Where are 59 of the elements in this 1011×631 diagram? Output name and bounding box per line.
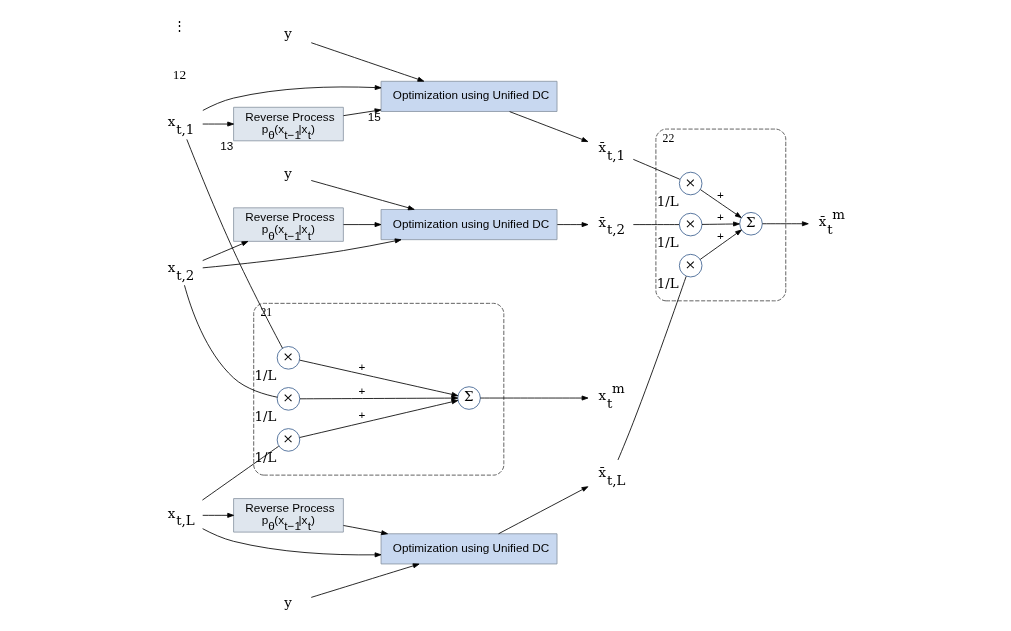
connector [202, 445, 280, 501]
arrow [202, 85, 382, 111]
node-label: 1/L [656, 275, 679, 291]
arrow [479, 395, 589, 401]
arrow [498, 486, 589, 535]
node-label: 13 [220, 139, 234, 153]
edge-label: + [717, 228, 724, 242]
node-label: 1/L [254, 367, 277, 383]
edge-label: + [358, 383, 366, 397]
edge-label: + [717, 187, 724, 201]
arrow [202, 121, 234, 127]
arrow [310, 42, 425, 82]
node-circle: Σ [739, 212, 763, 236]
node-box: Optimization using Unified DC [380, 533, 558, 565]
arrow [701, 221, 740, 227]
label: ⋮ [173, 18, 187, 34]
node-label: 1/L [254, 408, 277, 424]
node-circle: × [276, 387, 301, 411]
connector [186, 138, 283, 349]
arrow [202, 512, 234, 518]
edge-label: + [358, 360, 366, 374]
connector [184, 284, 278, 398]
node-text: y [284, 595, 292, 611]
arrow [343, 222, 382, 228]
node-label: 1/L [656, 193, 679, 209]
arrow [202, 241, 249, 261]
arrow [202, 238, 402, 269]
node-label: 1/L [254, 449, 277, 465]
arrow [556, 222, 589, 228]
arrow [700, 189, 742, 218]
node-text: y [284, 165, 292, 181]
node-circle: Σ [457, 386, 481, 410]
arrow [202, 528, 382, 558]
node-label: 15 [367, 109, 381, 123]
arrow [299, 395, 459, 401]
node-box: Optimization using Unified DC [380, 80, 558, 112]
arrow [310, 180, 415, 211]
arrow [762, 221, 809, 227]
label: 12 [172, 66, 187, 82]
node-label: 1/L [656, 234, 679, 250]
arrow [310, 563, 420, 598]
node-box: Optimization using Unified DC [380, 209, 558, 241]
connector [632, 158, 681, 180]
connector [632, 224, 680, 225]
node-circle: × [678, 171, 703, 196]
arrow [343, 525, 388, 536]
arrow [509, 111, 589, 142]
arrow [299, 399, 459, 438]
node-text: y [284, 26, 292, 42]
node-circle: × [678, 253, 703, 278]
connector [617, 275, 687, 461]
edge-label: + [358, 408, 366, 422]
node-circle: × [678, 212, 703, 237]
arrow [299, 359, 459, 397]
node-circle: × [276, 346, 301, 370]
arrow [343, 108, 382, 117]
node-circle: × [276, 428, 301, 452]
arrow [699, 229, 742, 260]
edge-label: + [717, 210, 724, 224]
